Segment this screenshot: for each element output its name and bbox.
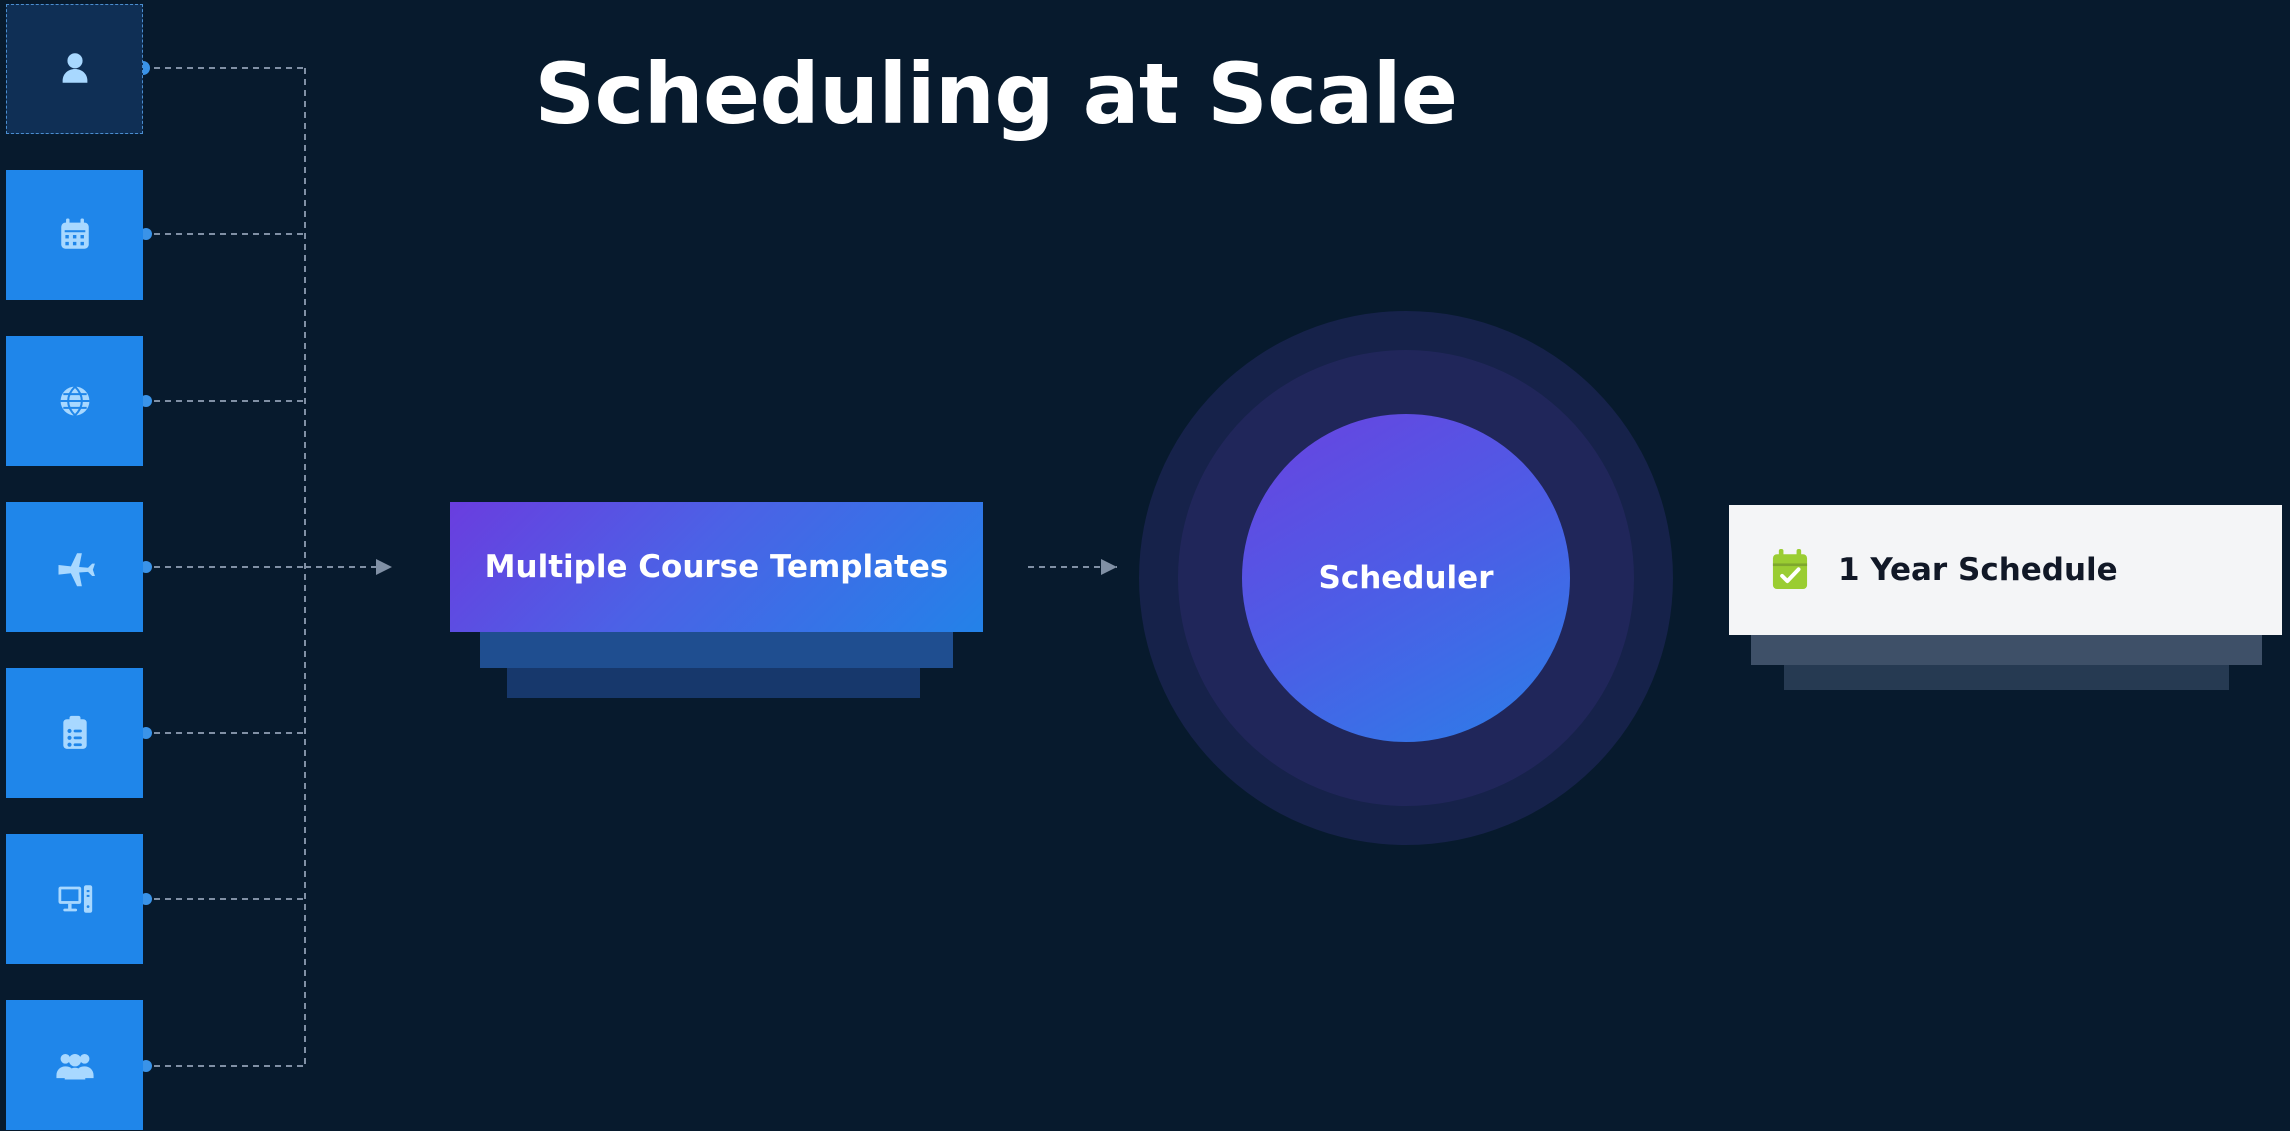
output-stack-middle xyxy=(1751,635,2262,665)
people-tile[interactable] xyxy=(6,1000,143,1130)
output-stack-back xyxy=(1784,665,2229,690)
airplane-tile[interactable] xyxy=(6,502,143,632)
calendar-icon xyxy=(60,218,89,249)
year-schedule-card[interactable]: 1 Year Schedule xyxy=(1729,505,2282,635)
desktop-computer-icon xyxy=(58,885,92,913)
globe-icon xyxy=(60,385,89,417)
multiple-course-templates-label: Multiple Course Templates xyxy=(484,549,949,585)
computer-tile[interactable] xyxy=(6,834,143,964)
scheduler-label: Scheduler xyxy=(1318,560,1494,596)
clipboard-tile[interactable] xyxy=(6,668,143,798)
calendar-tile[interactable] xyxy=(6,170,143,300)
person-tile[interactable] xyxy=(6,4,143,134)
person-icon xyxy=(62,53,87,83)
people-group-icon xyxy=(55,1054,94,1080)
clipboard-list-icon xyxy=(62,715,87,749)
year-schedule-label: 1 Year Schedule xyxy=(1838,552,2118,588)
calendar-check-icon xyxy=(1772,549,1808,590)
diagram-title: Scheduling at Scale xyxy=(534,45,1458,143)
globe-tile[interactable] xyxy=(6,336,143,466)
scheduler-node[interactable]: Scheduler xyxy=(1242,414,1570,742)
template-stack-back xyxy=(507,668,920,698)
multiple-course-templates-card[interactable]: Multiple Course Templates xyxy=(450,502,983,632)
airplane-icon xyxy=(58,553,95,587)
template-stack-middle xyxy=(480,632,953,668)
